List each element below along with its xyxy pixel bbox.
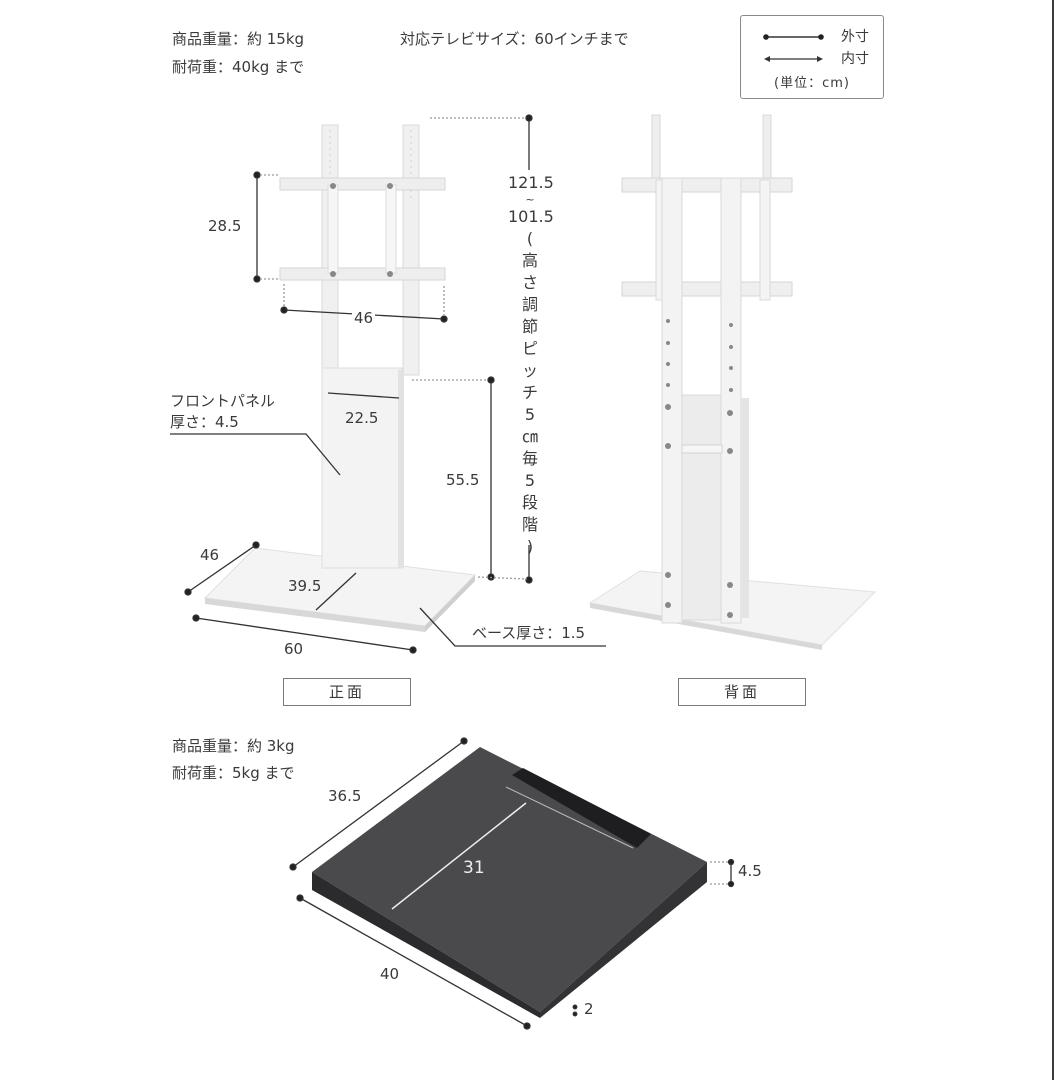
dim-shelf-thickness: 4.5 — [738, 862, 762, 880]
height-note-char: ( — [526, 229, 534, 248]
dim-mount-width: 46 — [352, 309, 376, 327]
dim-base-inner-depth: 39.5 — [288, 577, 322, 595]
shelf-weight: 商品重量：約 3kg — [172, 737, 295, 755]
back-stand-illustration — [588, 114, 877, 650]
height-note-char: ピ — [521, 339, 538, 358]
stand-weight: 商品重量：約 15kg — [172, 30, 305, 48]
height-note-char: 5 — [524, 471, 536, 490]
legend-outer-label: 外寸 — [841, 29, 869, 45]
front-view-caption: 正面 — [283, 678, 411, 706]
dim-total-height-min: 101.5 — [508, 207, 554, 226]
inner-dimension-arrow-icon — [764, 56, 823, 62]
front-panel-callout-line2: 厚さ：4.5 — [170, 413, 239, 431]
height-note-char: 5 — [524, 405, 536, 424]
legend-outer-row: 外寸 — [761, 28, 881, 46]
height-note-char: ㎝ — [521, 427, 538, 446]
dim-shelf-inner-depth: 31 — [463, 858, 485, 878]
shelf-dimension-lines — [289, 737, 735, 1030]
height-note-char: ) — [526, 537, 534, 556]
right-border — [1052, 0, 1054, 1080]
height-note-char: 節 — [521, 317, 538, 336]
shelf-illustration — [312, 747, 707, 1018]
front-panel-callout-line1: フロントパネル — [170, 392, 276, 410]
height-note-char: 毎 — [521, 449, 538, 468]
dim-total-height-max: 121.5 — [508, 173, 554, 192]
dim-total-height: 121.5 ~ 101.5 ( 高 さ 調 節 ピ ッ チ 5 ㎝ 毎 5 段 … — [508, 172, 554, 558]
back-view-caption: 背面 — [678, 678, 806, 706]
legend-inner-label: 内寸 — [841, 51, 869, 67]
dim-shelf-lip: 2 — [584, 1000, 594, 1018]
height-note-char: 調 — [521, 295, 538, 314]
height-note-char: さ — [521, 273, 538, 292]
dim-base-width: 60 — [284, 640, 304, 658]
dim-panel-height: 55.5 — [446, 471, 480, 489]
dim-shelf-depth: 36.5 — [328, 787, 362, 805]
height-note-char: チ — [521, 383, 538, 402]
height-note-char: 高 — [521, 251, 538, 270]
dim-panel-width: 22.5 — [345, 409, 379, 427]
legend-unit: (単位：cm) — [774, 76, 850, 91]
front-stand-illustration — [203, 124, 477, 632]
legend-inner-row: 内寸 — [761, 50, 881, 68]
tv-size-spec: 対応テレビサイズ：60インチまで — [400, 30, 629, 48]
height-note-char: ッ — [521, 361, 538, 380]
outer-dimension-line-icon — [763, 34, 824, 40]
dim-range-separator: ~ — [525, 193, 535, 206]
dimension-legend: 外寸 内寸 (単位：cm) — [740, 15, 884, 99]
dim-mount-height: 28.5 — [208, 217, 242, 235]
front-dimension-lines — [170, 114, 606, 654]
base-thickness-callout: ベース厚さ：1.5 — [472, 624, 586, 642]
stand-load: 耐荷重：40kg まで — [172, 58, 305, 76]
shelf-load: 耐荷重：5kg まで — [172, 764, 295, 782]
dim-base-depth: 46 — [200, 546, 220, 564]
height-note-char: 段 — [521, 493, 538, 512]
height-note-char: 階 — [521, 515, 538, 534]
dim-shelf-width: 40 — [380, 965, 400, 983]
